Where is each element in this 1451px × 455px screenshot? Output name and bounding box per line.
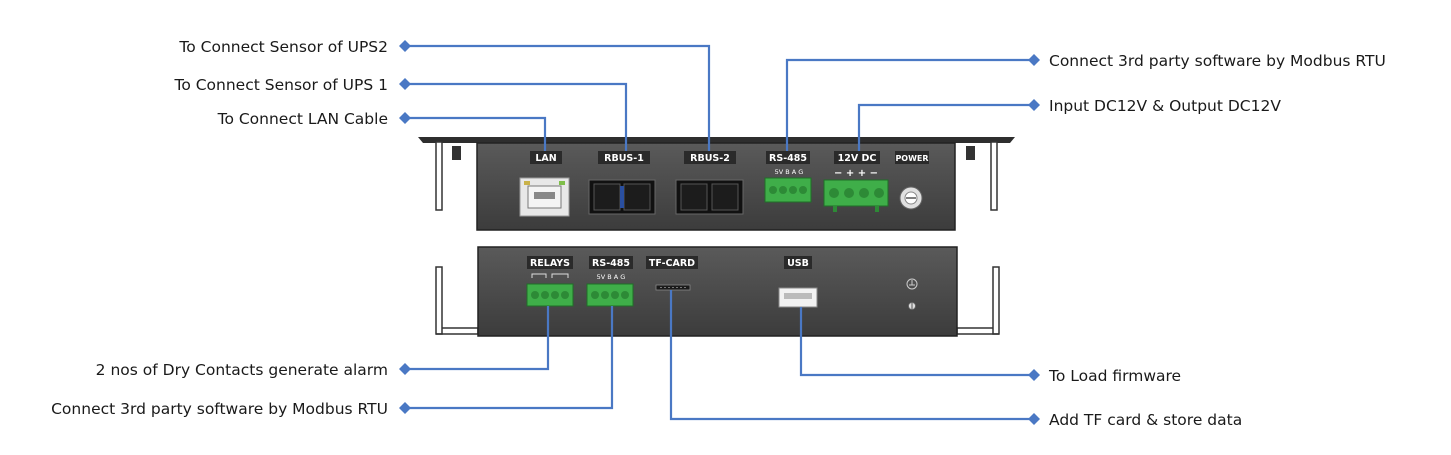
callout-modbus-bottom: Connect 3rd party software by Modbus RTU bbox=[51, 400, 388, 418]
leader-modbus-bottom bbox=[405, 306, 614, 410]
relays-contact-symbol bbox=[531, 273, 569, 278]
diamond-icon bbox=[399, 402, 411, 414]
dc12v-label: 12V DC bbox=[838, 153, 877, 164]
leader-modbus-top bbox=[785, 58, 1034, 151]
diamond-markers bbox=[399, 40, 1040, 425]
bottom-bracket-left bbox=[435, 266, 443, 335]
diamond-icon bbox=[399, 78, 411, 90]
callout-firmware: To Load firmware bbox=[1048, 367, 1181, 385]
diamond-icon bbox=[1028, 369, 1040, 381]
power-label: POWER bbox=[895, 154, 928, 163]
dc12v-label-box bbox=[834, 151, 880, 164]
rs485-top-pin-labels: 5V B A G bbox=[775, 168, 804, 176]
diamond-icon bbox=[399, 40, 411, 52]
relays-terminal[interactable] bbox=[526, 283, 574, 307]
dc12v-sign-labels: − + + − bbox=[834, 168, 878, 179]
leader-ups2 bbox=[405, 44, 711, 151]
callout-dry-contacts: 2 nos of Dry Contacts generate alarm bbox=[96, 361, 388, 379]
usb-label: USB bbox=[787, 258, 809, 269]
rs485-bottom-label: RS-485 bbox=[592, 258, 630, 269]
diamond-icon bbox=[1028, 99, 1040, 111]
rs485-bottom-pin-labels: 5V B A G bbox=[597, 273, 626, 281]
usb-label-box bbox=[784, 256, 812, 269]
ground-icon bbox=[906, 278, 918, 290]
power-label-box bbox=[895, 151, 929, 164]
top-bracket-left bbox=[435, 141, 443, 211]
dc12v-terminal[interactable] bbox=[823, 179, 889, 212]
leader-tf-store bbox=[669, 290, 1034, 421]
tfcard-label-box bbox=[646, 256, 698, 269]
tfcard-label: TF-CARD bbox=[649, 258, 695, 269]
rbus1-port[interactable] bbox=[588, 179, 656, 215]
top-flange bbox=[418, 137, 1015, 143]
rbus2-label: RBUS-2 bbox=[690, 153, 730, 164]
top-screw-left bbox=[452, 146, 461, 160]
callout-power-io: Input DC12V & Output DC12V bbox=[1049, 97, 1281, 115]
relays-label: RELAYS bbox=[530, 258, 570, 269]
leader-firmware bbox=[799, 307, 1034, 377]
bottom-bracket-right bbox=[992, 266, 1000, 335]
leader-lan bbox=[405, 116, 547, 151]
power-button[interactable] bbox=[899, 186, 923, 210]
diamond-icon bbox=[399, 363, 411, 375]
lan-label-box bbox=[530, 151, 562, 164]
callout-ups2-sensor: To Connect Sensor of UPS2 bbox=[178, 38, 388, 56]
top-device-panel: LAN RBUS-1 RBUS-2 RS-485 5V B A G bbox=[418, 137, 1015, 231]
rbus1-label: RBUS-1 bbox=[604, 153, 644, 164]
rbus2-port[interactable] bbox=[675, 179, 744, 215]
leader-power-io bbox=[857, 103, 1034, 151]
callout-labels: To Connect Sensor of UPS2 To Connect Sen… bbox=[51, 38, 1386, 429]
callout-tf-store: Add TF card & store data bbox=[1049, 411, 1242, 429]
usb-port[interactable] bbox=[778, 287, 818, 308]
callout-lan-cable: To Connect LAN Cable bbox=[217, 110, 388, 128]
rs485-bottom-terminal[interactable] bbox=[586, 283, 634, 307]
tfcard-slot[interactable] bbox=[655, 284, 691, 291]
rs485-top-terminal[interactable] bbox=[764, 177, 812, 203]
rbus1-label-box bbox=[598, 151, 650, 164]
rs485-top-label-box bbox=[766, 151, 810, 164]
diamond-icon bbox=[1028, 413, 1040, 425]
callout-modbus-top: Connect 3rd party software by Modbus RTU bbox=[1049, 52, 1386, 70]
top-bracket-right bbox=[990, 141, 998, 211]
lan-label: LAN bbox=[535, 153, 556, 164]
bottom-device-panel: RELAYS RS-485 5V B A G TF-CARD bbox=[435, 246, 1000, 337]
ground-screw bbox=[908, 302, 916, 310]
rs485-bottom-label-box bbox=[589, 256, 633, 269]
diamond-icon bbox=[399, 112, 411, 124]
rs485-top-label: RS-485 bbox=[769, 153, 807, 164]
leader-dry-contacts bbox=[405, 306, 550, 371]
lan-port[interactable] bbox=[519, 177, 570, 217]
relays-label-box bbox=[527, 256, 573, 269]
diamond-icon bbox=[1028, 54, 1040, 66]
leader-lines bbox=[405, 44, 1034, 421]
rbus2-label-box bbox=[684, 151, 736, 164]
top-screw-right bbox=[966, 146, 975, 160]
callout-ups1-sensor: To Connect Sensor of UPS 1 bbox=[173, 76, 388, 94]
leader-ups1 bbox=[405, 82, 628, 151]
